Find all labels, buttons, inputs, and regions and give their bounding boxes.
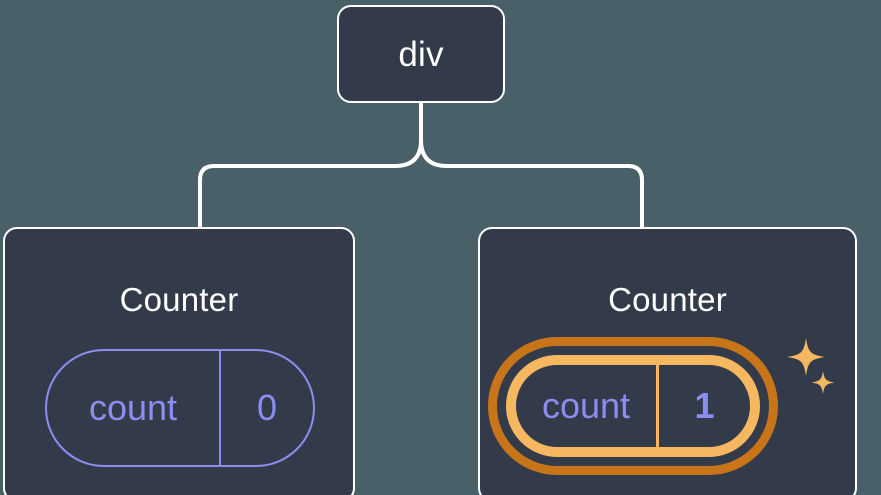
node-div[interactable]: div [337, 5, 505, 103]
node-counter-right-title: Counter [608, 281, 727, 318]
node-counter-right[interactable]: Counter count 1 [478, 227, 857, 495]
state-pill-count-right[interactable]: count 1 [488, 337, 778, 475]
state-pill-left-key: count [88, 387, 178, 428]
sparkle-group [787, 338, 835, 394]
node-div-label: div [398, 34, 444, 74]
node-counter-left[interactable]: Counter count 0 [3, 227, 355, 495]
state-pill-left-value: 0 [219, 351, 313, 465]
node-counter-left-title: Counter [119, 281, 239, 318]
sparkle-large-icon [787, 338, 825, 376]
sparkle-small-icon [811, 371, 835, 394]
state-pill-right-value: 1 [656, 365, 750, 447]
state-pill-right-key: count [541, 385, 631, 426]
state-pill-right-inner-ring: count 1 [506, 355, 760, 457]
state-pill-count-left[interactable]: count 0 [45, 349, 315, 467]
state-pill-left-wrapper: count 0 [45, 349, 315, 467]
